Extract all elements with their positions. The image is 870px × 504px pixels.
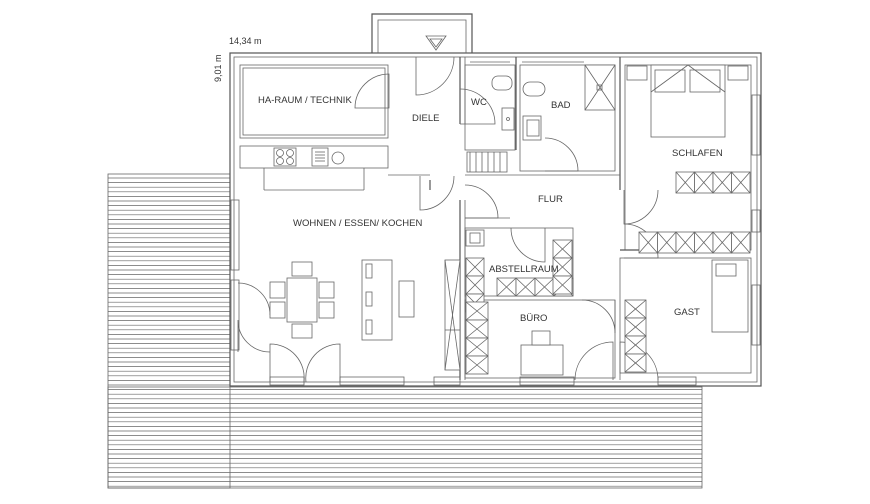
double-bed: [626, 64, 749, 138]
wardrobe-unit: [465, 275, 485, 295]
wardrobe-unit: [465, 301, 489, 321]
wc-fixtures: [466, 75, 515, 173]
room-label-wc: WC: [471, 97, 487, 108]
wardrobe-unit: [496, 277, 517, 297]
kitchen-island: [361, 259, 415, 341]
room-label-buero: BÜRO: [520, 313, 547, 324]
office-desk: [520, 330, 564, 376]
wardrobe-unit: [657, 231, 677, 254]
wardrobe-unit: [712, 171, 732, 194]
wardrobe-unit: [624, 353, 647, 373]
wardrobe-unit: [624, 335, 647, 355]
terrace-outline-left: [107, 173, 231, 489]
wardrobe-unit: [624, 317, 647, 337]
wardrobe-unit: [694, 231, 714, 254]
wardrobe-unit: [534, 277, 555, 297]
wardrobe-unit: [465, 257, 485, 277]
utility-sink: [465, 229, 485, 247]
wardrobe-unit: [712, 231, 732, 254]
terrace-decking: [108, 177, 702, 487]
wardrobe-unit: [465, 319, 489, 339]
wardrobe-unit: [675, 171, 695, 194]
room-label-diele: DIELE: [412, 113, 439, 124]
wohnen-cabinet: [444, 259, 461, 371]
wardrobe-unit: [552, 275, 573, 295]
entrance-marker-icon: [425, 35, 447, 51]
wardrobes: [465, 171, 751, 375]
wardrobe-unit: [675, 231, 695, 254]
wardrobe-unit: [624, 299, 647, 319]
outer-walls: [229, 13, 762, 387]
room-label-bad: BAD: [551, 100, 571, 111]
doors: [237, 56, 659, 383]
room-label-gast: GAST: [674, 307, 700, 318]
dining-table: [269, 261, 335, 339]
dimension-depth: 9,01 m: [213, 54, 223, 82]
wardrobe-unit: [515, 277, 536, 297]
wardrobe-unit: [465, 355, 489, 375]
guest-bed: [711, 259, 749, 333]
wardrobe-unit: [552, 239, 573, 259]
wardrobe-unit: [731, 231, 751, 254]
bad-fixtures: [470, 61, 616, 141]
wardrobe-unit: [694, 171, 714, 194]
wardrobe-unit: [731, 171, 751, 194]
room-label-schlafen: SCHLAFEN: [672, 148, 723, 159]
terrace-outline-bottom: [107, 386, 703, 489]
wardrobe-unit: [465, 337, 489, 357]
room-label-ha-raum: HA-RAUM / TECHNIK: [258, 95, 352, 106]
windows: [230, 94, 761, 386]
kitchen-appliances: [273, 147, 345, 167]
room-label-wohnen: WOHNEN / ESSEN/ KOCHEN: [293, 218, 422, 229]
wardrobe-unit: [638, 231, 658, 254]
dimension-width: 14,34 m: [229, 36, 262, 46]
room-label-abstellraum: ABSTELLRAUM: [489, 264, 559, 275]
room-label-flur: FLUR: [538, 194, 563, 205]
